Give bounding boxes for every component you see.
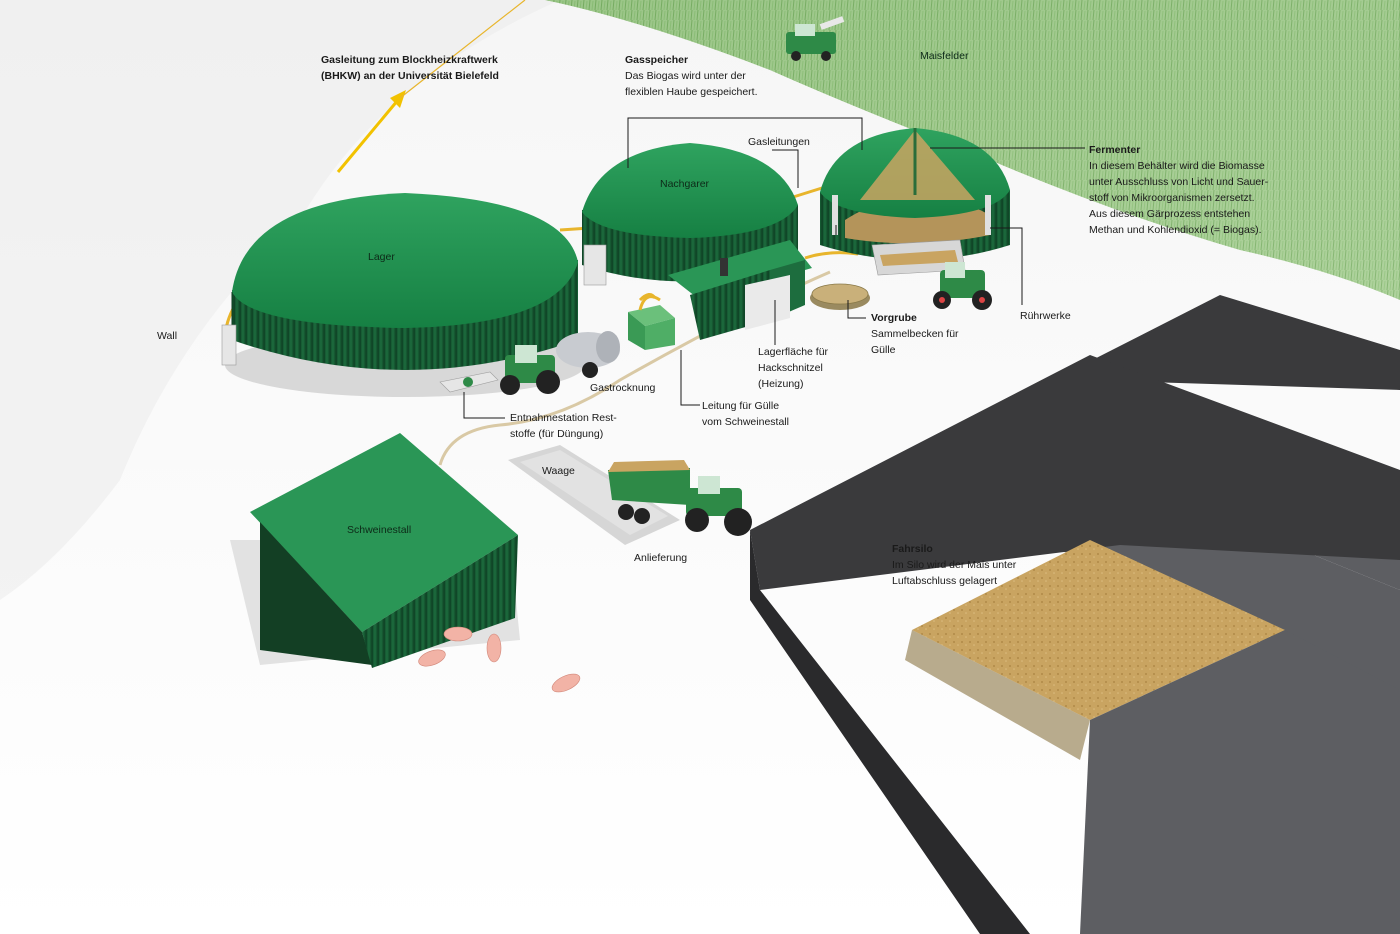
storage-building <box>668 240 812 340</box>
label-maisfelder: Maisfelder <box>920 50 969 62</box>
label-fermenter-text: In diesem Behälter wird die Biomasse unt… <box>1089 160 1269 236</box>
label-vorgrube-text: Sammelbecken für Gülle <box>871 328 959 356</box>
label-schweinestall: Schweinestall <box>347 524 412 536</box>
label-fermenter-title: Fermenter <box>1089 144 1141 156</box>
label-lagerflaeche: Lagerfläche für Hackschnitzel (Heizung) <box>758 346 829 390</box>
label-vorgrube-title: Vorgrube <box>871 312 917 324</box>
label-ruehrwerke: Rührwerke <box>1020 310 1071 322</box>
label-fahrsilo-title: Fahrsilo <box>892 543 933 555</box>
leader-lines <box>463 117 1085 419</box>
label-fahrsilo-text: Im Silo wird der Mais unter Luftabschlus… <box>892 559 1017 587</box>
label-gasspeicher-title: Gasspeicher <box>625 54 689 66</box>
harvester-icon <box>786 16 845 61</box>
gas-dryer <box>628 295 675 350</box>
label-lager: Lager <box>368 251 395 263</box>
label-gasleitung-bhkw: Gasleitung zum Blockheizkraftwerk (BHKW)… <box>321 54 499 82</box>
label-wall: Wall <box>157 330 178 342</box>
label-gasleitungen: Gasleitungen <box>748 136 810 148</box>
extraction-station <box>439 371 499 393</box>
label-anlieferung: Anlieferung <box>634 552 688 564</box>
label-nachgarer: Nachgarer <box>660 178 710 190</box>
label-gastrocknung: Gastrocknung <box>590 382 656 394</box>
tanker-tractor <box>500 331 620 395</box>
label-gasspeicher-text: Das Biogas wird unter der flexiblen Haub… <box>625 70 758 98</box>
label-entnahmestation: Entnahmestation Rest- stoffe (für Düngun… <box>510 412 617 440</box>
pig-icon <box>418 626 581 693</box>
delivery-tractor <box>608 460 752 536</box>
fermenter-tank <box>820 128 1010 260</box>
label-waage: Waage <box>542 465 575 477</box>
tractor-icon <box>933 262 992 310</box>
label-leitung-guelle: Leitung für Gülle vom Schweinestall <box>702 400 789 428</box>
sky-haze <box>0 0 560 600</box>
vorgrube-pit <box>810 283 870 310</box>
gas-pipeline-arrow <box>336 0 526 173</box>
silo-lower <box>750 355 1400 934</box>
